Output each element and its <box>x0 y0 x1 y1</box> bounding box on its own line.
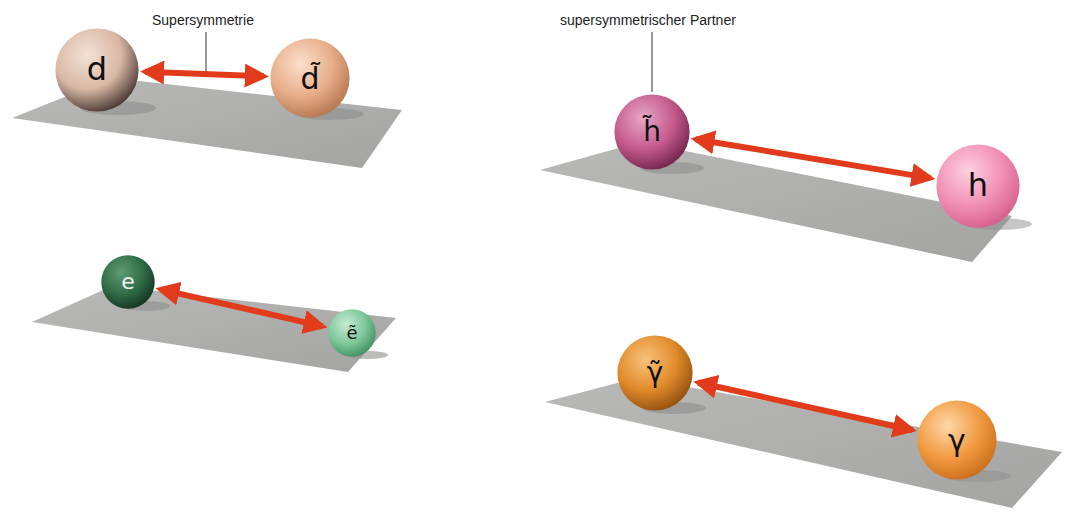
particle-symbol: ẽ <box>346 323 357 343</box>
particle-symbol: γ̃ <box>647 358 664 389</box>
sphere-label-wrap: ẽ <box>328 309 376 357</box>
particle-sphere: γ̃ <box>617 335 693 411</box>
sphere-body <box>617 335 692 410</box>
leader-line <box>206 32 207 72</box>
sphere-body <box>328 309 376 357</box>
caption-label: Supersymmetrie <box>150 12 256 28</box>
particle-symbol: d̃ <box>300 62 319 95</box>
supersymmetry-arrow <box>695 139 930 178</box>
particle-sphere: d <box>55 28 139 112</box>
particle-sphere: d̃ <box>270 38 350 118</box>
sphere-label-wrap: γ <box>917 400 997 480</box>
ground-plane <box>545 378 1062 508</box>
supersymmetry-arrow <box>145 72 264 76</box>
leader-line <box>652 32 653 92</box>
sphere-label-wrap: γ̃ <box>617 335 693 411</box>
sphere-label-wrap: h <box>936 144 1020 228</box>
particle-symbol: e <box>121 270 135 294</box>
supersymmetry-arrow <box>160 289 323 326</box>
ground-plane <box>32 286 396 372</box>
sphere-label-wrap: d̃ <box>270 38 350 118</box>
sphere-body <box>936 144 1019 227</box>
particle-sphere: e <box>101 255 155 309</box>
particle-sphere: h̃ <box>614 94 690 170</box>
supersymmetry-arrow <box>698 383 912 431</box>
sphere-body <box>101 255 154 308</box>
particle-sphere: h <box>936 144 1020 228</box>
sphere-label-wrap: h̃ <box>614 94 690 170</box>
sphere-body <box>55 28 138 111</box>
particle-symbol: γ <box>948 424 966 457</box>
sphere-body <box>917 400 996 479</box>
sphere-label-wrap: d <box>55 28 139 112</box>
particle-sphere: ẽ <box>328 309 376 357</box>
sphere-body <box>270 38 349 117</box>
particle-symbol: h <box>968 168 988 203</box>
caption-label: supersymmetrischer Partner <box>558 12 738 28</box>
particle-sphere: γ <box>917 400 997 480</box>
sphere-label-wrap: e <box>101 255 155 309</box>
sphere-body <box>614 94 689 169</box>
particle-symbol: d <box>87 52 107 87</box>
particle-symbol: h̃ <box>643 117 661 148</box>
